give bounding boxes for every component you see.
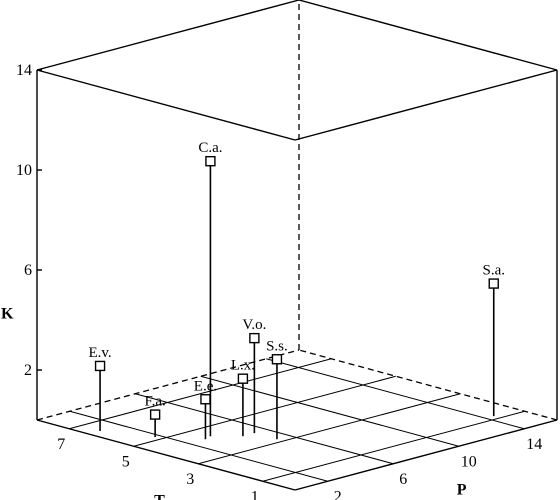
point-marker — [205, 155, 216, 167]
z-tick-label: 6 — [24, 262, 32, 279]
grid-line-t — [198, 393, 461, 465]
y-axis-label: T — [154, 492, 165, 500]
grid-line-t — [69, 358, 332, 430]
point-label: E.e. — [194, 378, 217, 394]
floor-grid — [69, 358, 525, 482]
tick-labels: 2 6 10 14 1 3 5 7 2 6 10 14 — [16, 62, 542, 500]
point-label: L.x. — [231, 358, 255, 374]
y-tick-label: 7 — [57, 436, 65, 453]
point-marker — [200, 394, 211, 405]
data-points: C.a. S.a. V.o.S.s. L.x. E.e. F.a. E.v. — [88, 140, 505, 440]
y-tick-label: 3 — [186, 471, 194, 488]
grid-line-p — [266, 358, 525, 430]
z-tick-label: 14 — [16, 62, 32, 79]
z-axis-label: K — [1, 306, 14, 323]
x-tick-label: 10 — [461, 453, 477, 470]
x-tick-label: 6 — [399, 471, 407, 488]
x-tick-label: 14 — [526, 436, 542, 453]
grid-line-p — [135, 393, 394, 465]
grid-line-t — [133, 375, 396, 447]
top-edge-back-left — [36, 0, 300, 71]
grid-line-p — [69, 410, 328, 482]
grid-line-t — [262, 410, 525, 482]
z-tick-label: 2 — [24, 362, 32, 379]
point-marker — [149, 409, 161, 420]
axis-labels: P T K — [1, 306, 467, 500]
floor-edge-p — [294, 419, 558, 491]
point-label: C.a. — [198, 140, 222, 156]
y-tick-label: 1 — [251, 488, 259, 500]
point-label: S.a. — [482, 263, 505, 279]
point-label: E.v. — [88, 345, 111, 361]
floor-back-edge-left — [36, 349, 300, 421]
point-marker — [488, 278, 499, 289]
x-tick-label: 2 — [334, 488, 342, 500]
y-tick-label: 5 — [122, 453, 130, 470]
floor-back-edge-right — [298, 349, 558, 421]
x-axis-label: P — [457, 481, 467, 498]
point-label: V.o. — [242, 317, 266, 333]
floor-edge-t — [36, 419, 296, 491]
point-marker — [271, 354, 283, 365]
top-edge-back-right — [298, 0, 558, 71]
grid-line-p — [200, 375, 459, 447]
point-marker — [94, 360, 106, 372]
top-edge-front-right — [294, 69, 558, 141]
axes-frame — [36, 0, 558, 491]
point-marker — [237, 373, 249, 384]
point-label: F.a. — [144, 394, 165, 410]
top-edge-front-left — [36, 69, 296, 141]
point-marker — [249, 332, 260, 344]
point-label: S.s. — [266, 338, 288, 354]
z-tick-label: 10 — [16, 162, 32, 179]
